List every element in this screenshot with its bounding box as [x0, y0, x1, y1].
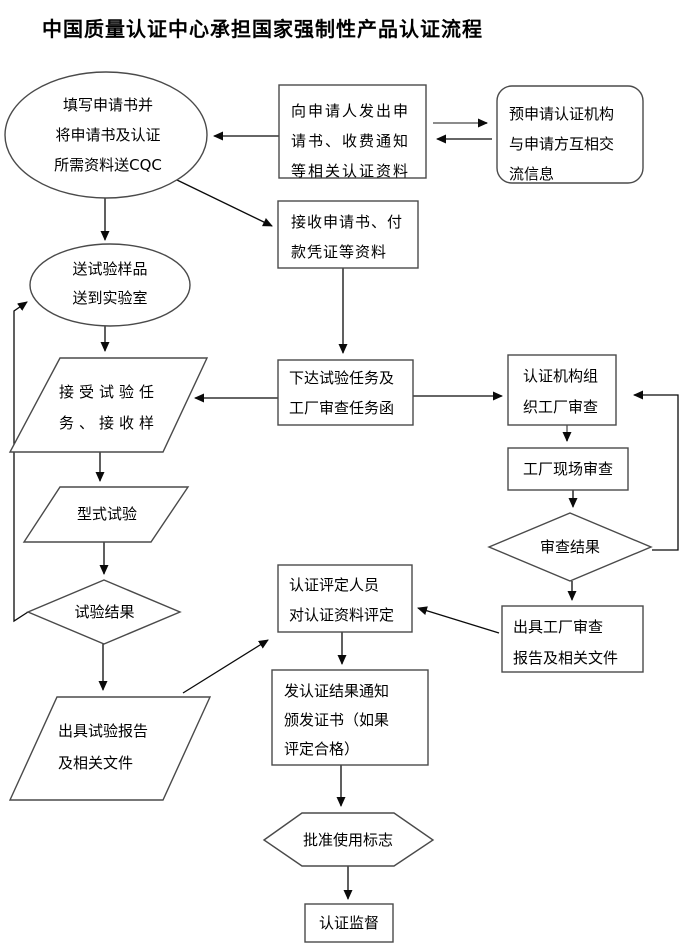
- send-samples-shape: [29, 243, 191, 327]
- factory-onsite-audit-shape: [507, 447, 629, 491]
- test-report-shape: [8, 696, 212, 801]
- approve-mark-shape: [262, 812, 435, 867]
- cert-supervision-shape: [304, 903, 394, 943]
- issue-cert-result-shape: [271, 669, 429, 766]
- arrow-audit-result-loop-to-cert-org-audit: [633, 390, 679, 551]
- fill-application-shape: [4, 71, 208, 199]
- pre-application-shape: [496, 85, 644, 184]
- arrow-test-report-to-cert-evaluation: [182, 639, 269, 694]
- audit-result-shape: [487, 512, 653, 582]
- arrow-fill-application-to-receive-application: [176, 179, 273, 227]
- send-application-shape: [278, 84, 427, 179]
- arrow-test-result-loop-to-send-samples: [13, 301, 29, 623]
- cert-evaluation-shape: [277, 564, 413, 633]
- cert-org-audit-shape: [507, 354, 617, 426]
- accept-tasks-shape: [8, 357, 209, 453]
- test-result-shape: [26, 579, 182, 645]
- receive-application-shape: [277, 200, 419, 269]
- issue-tasks-shape: [277, 359, 414, 426]
- type-test-shape: [22, 486, 190, 543]
- factory-audit-report-shape: [501, 605, 644, 673]
- arrow-factory-audit-report-to-cert-evaluation: [417, 606, 500, 634]
- page-title: 中国质量认证中心承担国家强制性产品认证流程: [42, 17, 483, 41]
